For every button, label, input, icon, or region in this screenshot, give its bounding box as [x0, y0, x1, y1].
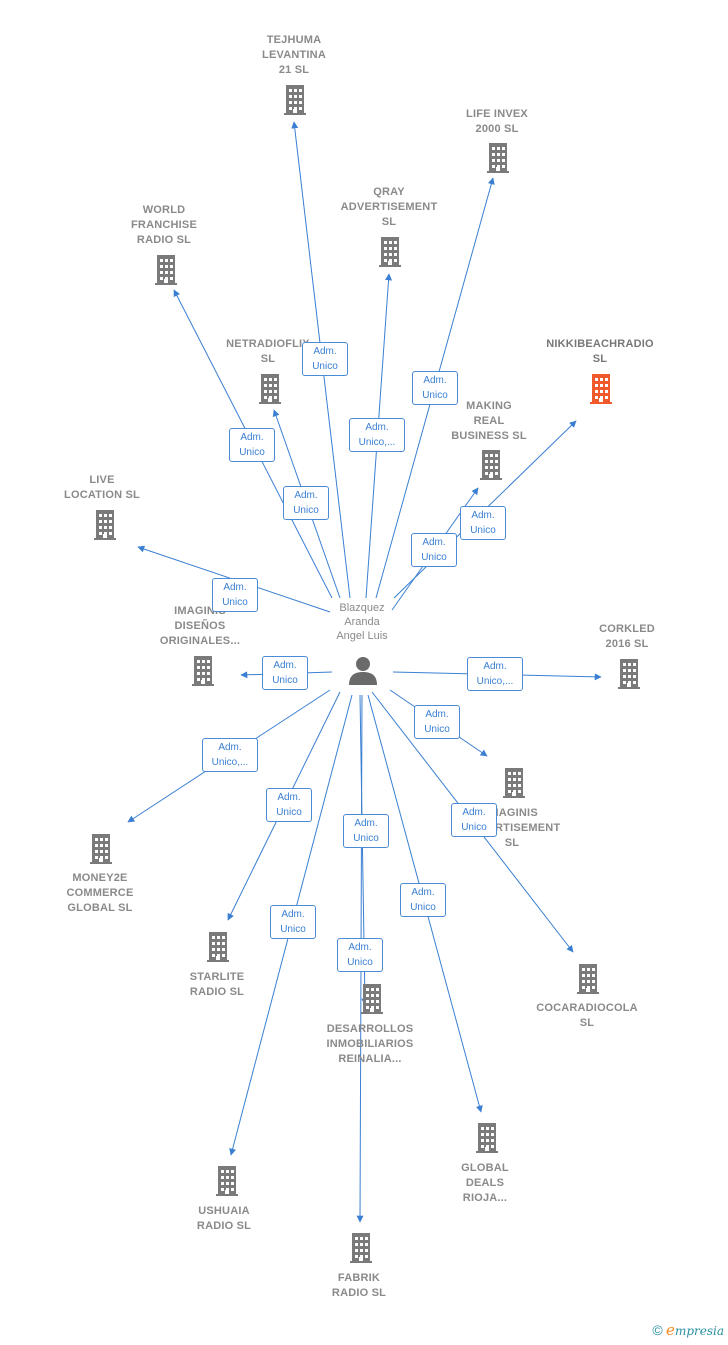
company-label-fabrik[interactable]: FABRIK RADIO SL — [284, 1271, 434, 1301]
edge-badge-imaginis1[interactable]: Adm. Unico — [262, 656, 308, 690]
edge-badge-making[interactable]: Adm. Unico — [411, 533, 457, 567]
company-label-netradioflix[interactable]: NETRADIOFLIX SL — [193, 337, 343, 367]
company-label-world[interactable]: WORLD FRANCHISE RADIO SL — [89, 203, 239, 248]
company-name: WORLD FRANCHISE RADIO SL — [131, 204, 197, 246]
building-icon[interactable] — [155, 255, 177, 290]
company-name: LIVE LOCATION SL — [64, 474, 140, 501]
company-label-cocaradio[interactable]: COCARADIOCOLA SL — [512, 1001, 662, 1031]
building-icon[interactable] — [618, 659, 640, 694]
company-label-corkled[interactable]: CORKLED 2016 SL — [552, 622, 702, 652]
company-label-lifeinvex[interactable]: LIFE INVEX 2000 SL — [422, 107, 572, 137]
edge-badge-corkled[interactable]: Adm. Unico,... — [467, 657, 523, 691]
company-label-nikki[interactable]: NIKKIBEACHRADIO SL — [525, 337, 675, 367]
edge-badge-world[interactable]: Adm. Unico — [229, 428, 275, 462]
building-icon[interactable] — [94, 510, 116, 545]
company-name: COCARADIOCOLA SL — [536, 1002, 638, 1029]
company-label-global[interactable]: GLOBAL DEALS RIOJA... — [410, 1161, 560, 1206]
person-icon[interactable] — [348, 655, 378, 690]
company-name: NIKKIBEACHRADIO SL — [546, 338, 654, 365]
company-label-qray[interactable]: QRAY ADVERTISEMENT SL — [314, 185, 464, 230]
building-icon[interactable] — [503, 768, 525, 803]
edge-badge-live[interactable]: Adm. Unico — [212, 578, 258, 612]
company-label-starlite[interactable]: STARLITE RADIO SL — [142, 970, 292, 1000]
edge-badge-nikki[interactable]: Adm. Unico — [460, 506, 506, 540]
company-label-ushuaia[interactable]: USHUAIA RADIO SL — [149, 1204, 299, 1234]
company-label-tejhuma[interactable]: TEJHUMA LEVANTINA 21 SL — [219, 33, 369, 78]
edge-badge-desarrollos[interactable]: Adm. Unico — [343, 814, 389, 848]
building-icon[interactable] — [90, 834, 112, 869]
copyright-icon: © — [652, 1322, 663, 1338]
company-name: TEJHUMA LEVANTINA 21 SL — [262, 34, 326, 76]
center-person-name[interactable]: Blazquez Aranda Angel Luis — [336, 602, 388, 642]
edge-badge-money2e[interactable]: Adm. Unico,... — [202, 738, 258, 772]
building-icon[interactable] — [590, 374, 612, 409]
building-icon[interactable] — [487, 143, 509, 178]
building-icon[interactable] — [284, 85, 306, 120]
company-label-money2e[interactable]: MONEY2E COMMERCE GLOBAL SL — [25, 871, 175, 916]
building-icon[interactable] — [216, 1166, 238, 1201]
company-name: STARLITE RADIO SL — [189, 971, 245, 998]
company-name: FABRIK RADIO SL — [331, 1272, 387, 1299]
empresia-footer[interactable]: © empresia — [652, 1321, 724, 1339]
company-name: USHUAIA RADIO SL — [196, 1205, 252, 1232]
edge-badge-tejhuma[interactable]: Adm. Unico — [302, 342, 348, 376]
company-name: DESARROLLOS INMOBILIARIOS REINALIA... — [326, 1023, 414, 1065]
edge-badge-lifeinvex[interactable]: Adm. Unico — [412, 371, 458, 405]
company-label-live[interactable]: LIVE LOCATION SL — [27, 473, 177, 503]
building-icon[interactable] — [350, 1233, 372, 1268]
edge-badge-imaginis2[interactable]: Adm. Unico — [414, 705, 460, 739]
building-icon[interactable] — [577, 964, 599, 999]
building-icon[interactable] — [361, 984, 383, 1019]
building-icon[interactable] — [480, 450, 502, 485]
building-icon[interactable] — [192, 656, 214, 691]
edge-badge-netradioflix[interactable]: Adm. Unico — [283, 486, 329, 520]
company-name: CORKLED 2016 SL — [599, 623, 655, 650]
company-name: NETRADIOFLIX SL — [226, 338, 310, 365]
empresia-logo-letter: e — [666, 1321, 675, 1339]
company-name: LIFE INVEX 2000 SL — [466, 108, 528, 135]
building-icon[interactable] — [207, 932, 229, 967]
edge-badge-cocaradio[interactable]: Adm. Unico — [451, 803, 497, 837]
edge-badge-ushuaia[interactable]: Adm. Unico — [270, 905, 316, 939]
edge-badge-qray[interactable]: Adm. Unico,... — [349, 418, 405, 452]
empresia-logo-text: mpresia — [674, 1324, 724, 1338]
building-icon[interactable] — [476, 1123, 498, 1158]
company-name: QRAY ADVERTISEMENT SL — [340, 186, 438, 228]
company-name: GLOBAL DEALS RIOJA... — [461, 1162, 509, 1204]
edge-badge-fabrik[interactable]: Adm. Unico — [337, 938, 383, 972]
company-name: MAKING REAL BUSINESS SL — [451, 400, 527, 442]
edge-badge-global[interactable]: Adm. Unico — [400, 883, 446, 917]
company-label-making[interactable]: MAKING REAL BUSINESS SL — [414, 399, 564, 444]
building-icon[interactable] — [379, 237, 401, 272]
company-name: MONEY2E COMMERCE GLOBAL SL — [66, 872, 134, 914]
edge-badge-starlite[interactable]: Adm. Unico — [266, 788, 312, 822]
company-label-desarrollos[interactable]: DESARROLLOS INMOBILIARIOS REINALIA... — [295, 1022, 445, 1067]
building-icon[interactable] — [259, 374, 281, 409]
